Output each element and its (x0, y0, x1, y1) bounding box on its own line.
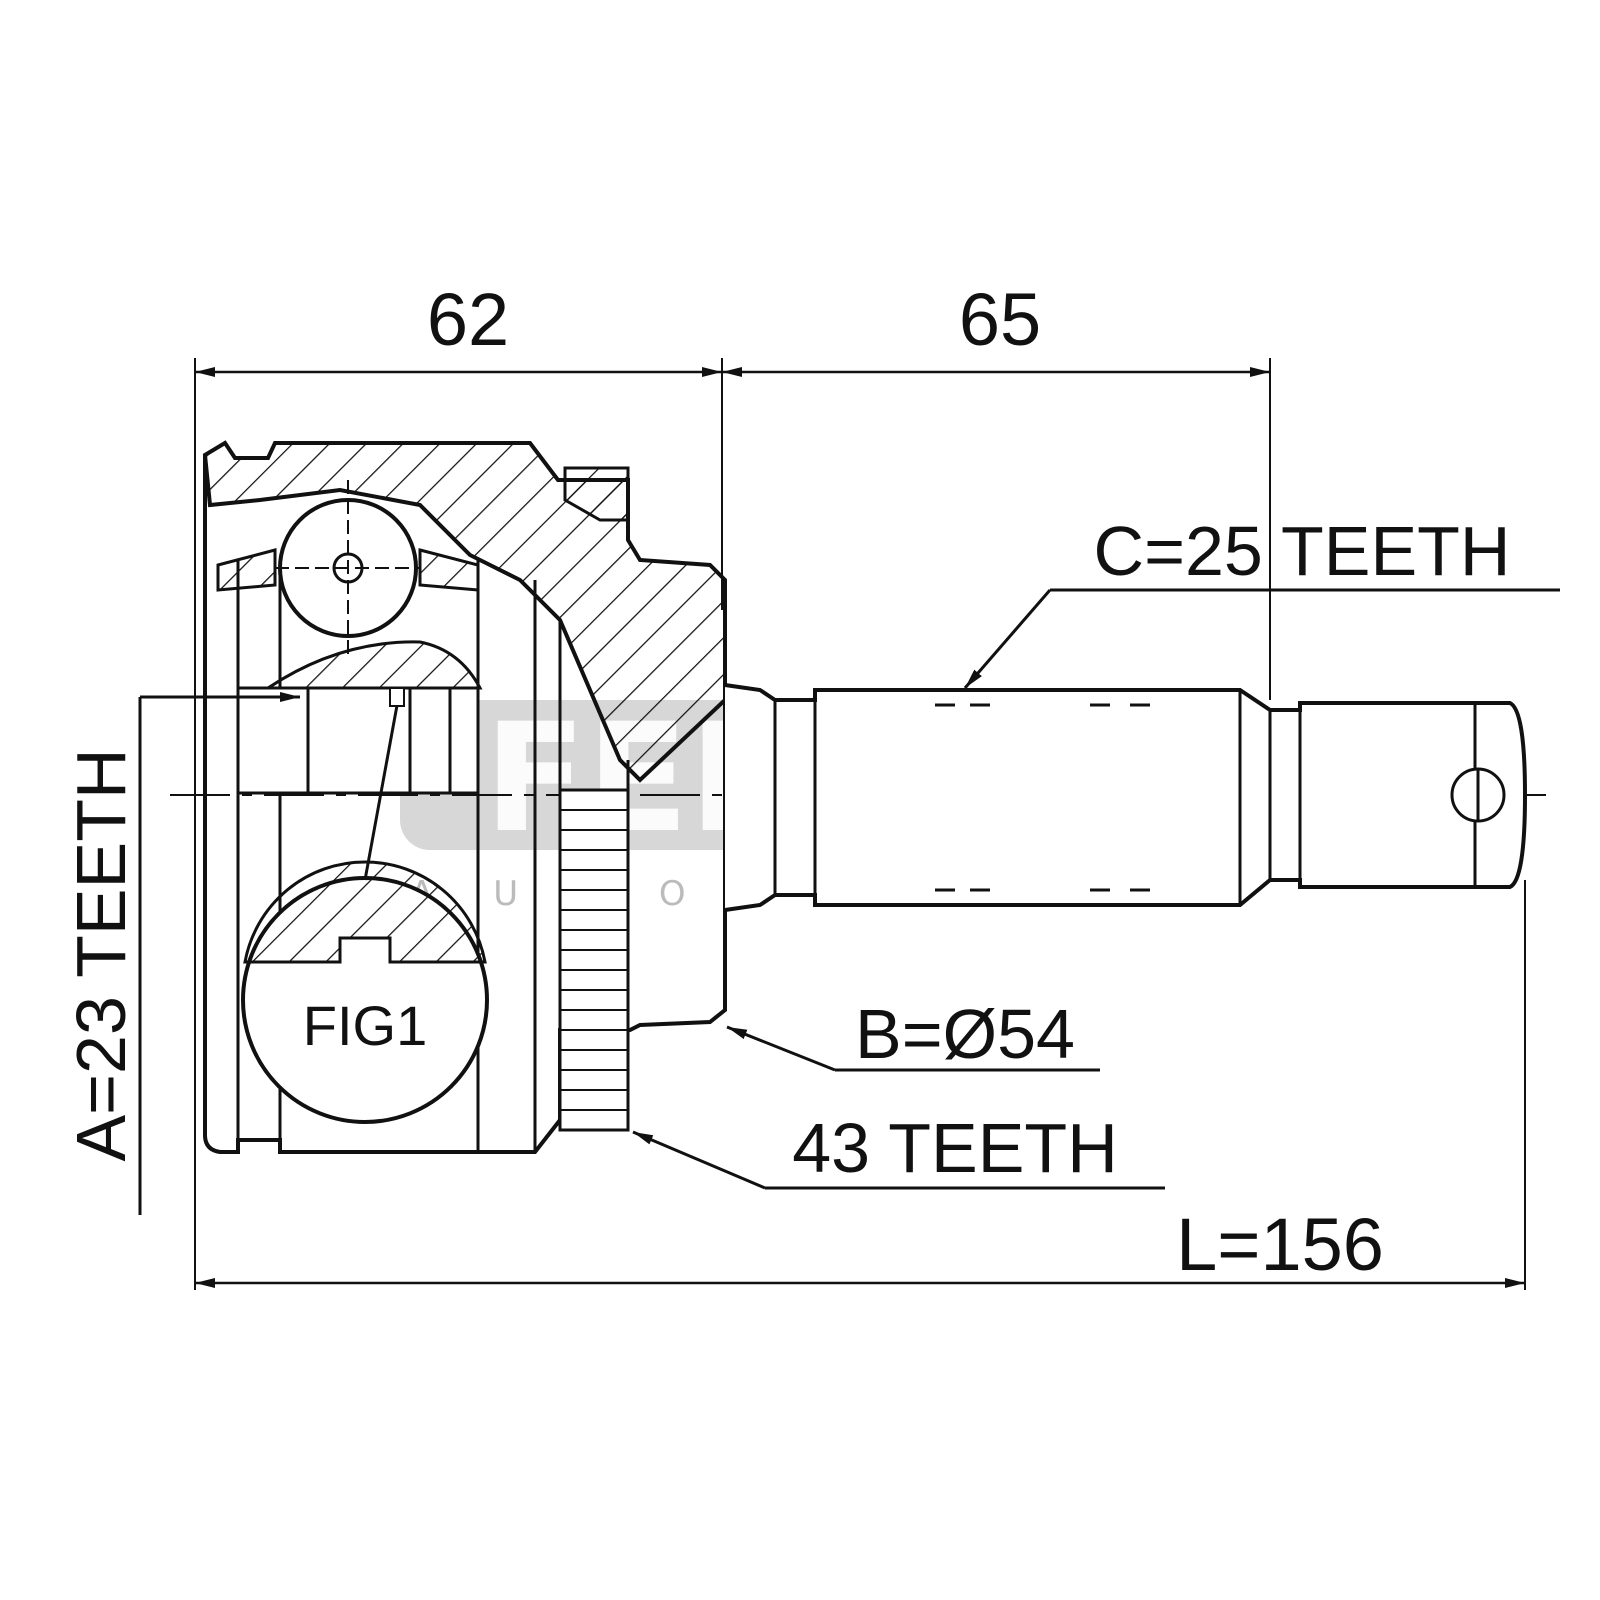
callout-seal-diameter-text: B=Ø54 (855, 995, 1075, 1073)
callout-abs-ring-text: 43 TEETH (792, 1109, 1118, 1187)
dim-shaft-length: 65 (722, 278, 1270, 377)
fig1-label: FIG1 (303, 994, 427, 1057)
callout-inner-spline: A=23 TEETH (62, 692, 300, 1215)
abs-tone-ring (558, 788, 630, 1132)
abs-ring-teeth (560, 809, 628, 1111)
callout-outer-spline: C=25 TEETH (963, 512, 1560, 689)
inner-race (236, 686, 480, 795)
dim-housing-length-text: 62 (427, 278, 509, 361)
outer-housing (202, 440, 727, 1154)
dim-housing-length: 62 (195, 278, 722, 377)
housing-outline (203, 455, 727, 1154)
dim-shaft-length-text: 65 (959, 278, 1041, 361)
dim-total-length-text: L=156 (1176, 1203, 1384, 1286)
cage-section-hatch (263, 640, 483, 690)
outer-shaft (724, 683, 1528, 912)
callout-inner-spline-text: A=23 TEETH (62, 748, 140, 1161)
housing-section-hatch (202, 440, 727, 783)
callout-abs-ring: 43 TEETH (632, 1109, 1165, 1190)
dim-total-length: L=156 (195, 1203, 1525, 1288)
fig1-hatch (243, 860, 487, 964)
shaft-outline (724, 683, 1528, 912)
callout-seal-diameter: B=Ø54 (726, 995, 1100, 1073)
extension-lines (194, 358, 1526, 1290)
fig1-detail: FIG1 (241, 687, 489, 1124)
callout-outer-spline-text: C=25 TEETH (1094, 512, 1511, 590)
